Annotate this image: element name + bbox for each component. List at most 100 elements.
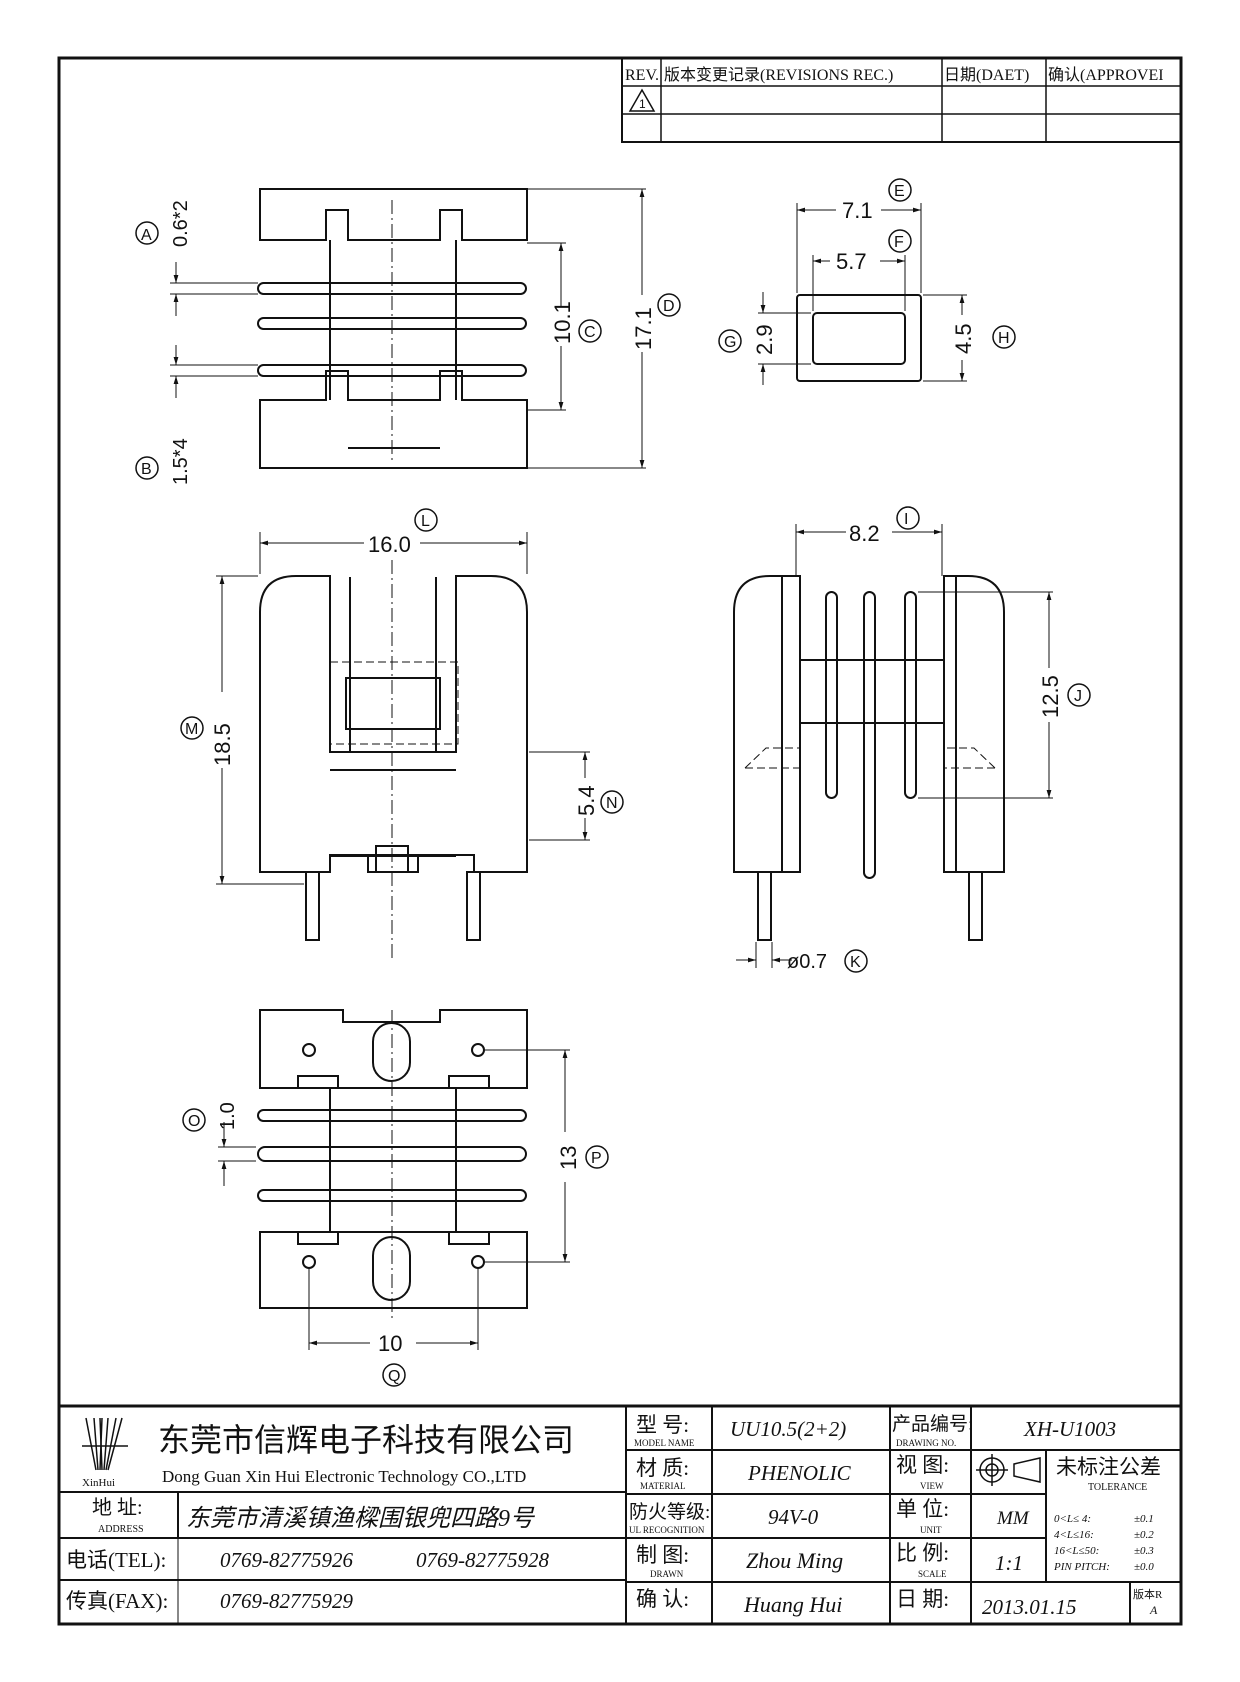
ul-label-en: UL RECOGNITION (629, 1525, 705, 1535)
dim-q-letter: Q (388, 1368, 400, 1385)
view-bottom (257, 1009, 528, 1318)
rev-mark: 1 (639, 97, 646, 111)
dim-g-value: 2.9 (752, 324, 777, 355)
dim-q-value: 10 (378, 1331, 402, 1356)
sheet-border (57, 56, 1183, 1626)
dim-d-value: 17.1 (631, 307, 656, 350)
dim-f-letter: F (894, 234, 904, 251)
dim-c-letter: C (584, 324, 596, 341)
view-side (733, 575, 1005, 941)
dim-d-marker (657, 293, 681, 317)
dim-m-letter: M (185, 721, 198, 738)
dim-j-value: 12.5 (1038, 675, 1063, 718)
tolerance-range-0: 0<L≤ 4: (1054, 1513, 1091, 1525)
company-logo-icon (82, 1417, 128, 1471)
tolerance-title-cn: 未标注公差 (1056, 1455, 1161, 1479)
dims-bottom (218, 1049, 570, 1350)
tolerance-value-3: ±0.0 (1134, 1561, 1154, 1573)
drawing-no-value: XH-U1003 (1023, 1417, 1116, 1441)
scale-value: 1:1 (995, 1551, 1023, 1575)
dim-b-letter: B (141, 461, 152, 478)
tel-value-1: 0769-82775926 (220, 1548, 353, 1572)
dim-c-marker (578, 319, 602, 343)
dim-h-value: 4.5 (951, 323, 976, 354)
tolerance-value-0: ±0.1 (1134, 1513, 1154, 1525)
tolerance-value-1: ±0.2 (1134, 1529, 1154, 1541)
address-value: 东莞市清溪镇渔樑围银兜四路9号 (186, 1505, 536, 1532)
drawn-label-cn: 制 图: (636, 1543, 689, 1567)
company-name-cn: 东莞市信辉电子科技有限公司 (158, 1422, 574, 1458)
tolerance-value-2: ±0.3 (1134, 1545, 1154, 1557)
unit-value: MM (996, 1508, 1030, 1529)
unit-label-en: UNIT (920, 1525, 942, 1535)
dim-a-value: 0.6*2 (170, 200, 192, 247)
dim-p-value: 13 (556, 1146, 581, 1170)
dim-o-marker (182, 1108, 206, 1132)
dim-q-marker (382, 1363, 406, 1387)
address-label-en: ADDRESS (98, 1524, 144, 1535)
projection-symbol-icon (976, 1454, 1041, 1486)
view-front (259, 560, 528, 962)
dim-a-letter: A (141, 227, 152, 244)
dim-k-letter: K (850, 954, 861, 971)
dim-b-value: 1.5*4 (170, 438, 192, 485)
dim-l-value: 16.0 (368, 532, 411, 557)
dim-m-value: 18.5 (210, 723, 235, 766)
model-label-en: MODEL NAME (634, 1438, 695, 1448)
dim-n-marker (600, 790, 624, 814)
address-label-cn: 地 址: (92, 1496, 143, 1519)
rev-header-record: 版本变更记录(REVISIONS REC.) (664, 66, 893, 84)
scale-label-cn: 比 例: (896, 1541, 949, 1565)
dim-l-letter: L (421, 513, 430, 530)
dim-c-value: 10.1 (550, 301, 575, 344)
dim-l-marker (414, 508, 438, 532)
dim-e-letter: E (894, 183, 905, 200)
material-label-cn: 材 质: (636, 1456, 689, 1480)
dim-o-value: 1.0 (217, 1102, 239, 1130)
dim-o-letter: O (188, 1113, 200, 1130)
dim-p-letter: P (591, 1150, 602, 1167)
dim-f-value: 5.7 (836, 249, 867, 274)
view-label-cn: 视 图: (896, 1453, 949, 1477)
dim-k-value: ø0.7 (787, 951, 827, 973)
dim-g-marker (718, 329, 742, 353)
dim-k-marker (844, 949, 868, 973)
company-name-en: Dong Guan Xin Hui Electronic Technology … (162, 1467, 526, 1486)
tel-label: 电话(TEL): (66, 1548, 166, 1572)
dim-a-marker (135, 221, 159, 245)
dim-h-marker (992, 325, 1016, 349)
tel-value-2: 0769-82775928 (416, 1548, 549, 1572)
tolerance-range-2: 16<L≤50: (1054, 1545, 1099, 1557)
model-label-cn: 型 号: (636, 1413, 689, 1437)
logo-caption: XinHui (82, 1477, 115, 1489)
dim-b-marker (135, 456, 159, 480)
material-value: PHENOLIC (747, 1461, 852, 1485)
dim-i-value: 8.2 (849, 521, 880, 546)
dims-side (736, 524, 1053, 968)
dim-e-value: 7.1 (842, 198, 873, 223)
rev-header-date: 日期(DAET) (944, 66, 1029, 84)
title-block-grid (59, 1404, 1181, 1624)
dim-p-marker (585, 1145, 609, 1169)
dim-n-value: 5.4 (574, 785, 599, 816)
fax-label: 传真(FAX): (66, 1589, 168, 1613)
dim-n-letter: N (606, 795, 618, 812)
dims-top-plan (170, 188, 646, 469)
dim-m-marker (180, 716, 204, 740)
tolerance-range-1: 4<L≤16: (1054, 1529, 1094, 1541)
drawing-no-label-cn: 产品编号: (892, 1413, 973, 1435)
dim-g-letter: G (724, 334, 736, 351)
dim-d-letter: D (663, 298, 675, 315)
dims-section (758, 203, 967, 385)
dims-front (216, 532, 590, 885)
view-section (796, 294, 922, 382)
version-value: A (1149, 1603, 1158, 1617)
view-label-en: VIEW (920, 1481, 944, 1491)
drawn-value: Zhou Ming (746, 1548, 843, 1573)
drawn-label-en: DRAWN (650, 1569, 684, 1579)
dim-i-letter: I (904, 511, 908, 528)
unit-label-cn: 单 位: (896, 1497, 949, 1521)
revision-block: REV. 版本变更记录(REVISIONS REC.) 日期(DAET) 确认(… (621, 57, 1182, 143)
dim-e-marker (888, 178, 912, 202)
